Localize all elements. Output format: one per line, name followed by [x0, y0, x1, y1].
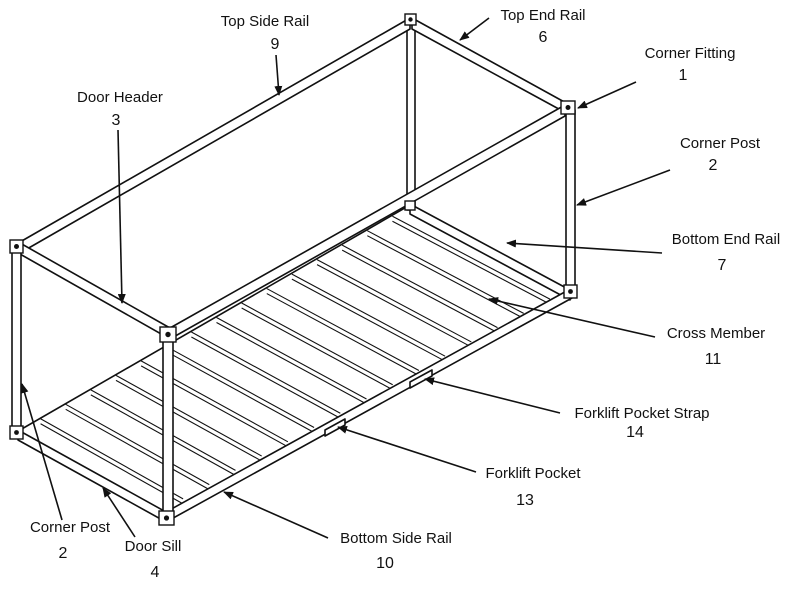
label-cross-member-number: 11 [705, 351, 722, 368]
label-forklift-pocket-strap: Forklift Pocket Strap 14 [574, 405, 709, 441]
cross-member-slat [291, 273, 446, 357]
cross-member-slat [40, 423, 184, 505]
leader-door-sill [102, 487, 136, 538]
leader-door-header [117, 129, 126, 304]
leader-bottom-end-rail [506, 239, 663, 254]
corner-post-front-left [11, 247, 22, 435]
label-top-side-rail-name: Top Side Rail [221, 13, 309, 30]
corner-post-front-middle [162, 333, 174, 517]
cross-member-slat [241, 302, 393, 386]
cross-member-slat [367, 235, 524, 319]
corner-fitting-bottom-left [9, 425, 24, 440]
cross-member-slat [341, 244, 498, 329]
label-bottom-end-rail-name: Bottom End Rail [672, 231, 780, 248]
label-door-sill-name: Door Sill [125, 538, 182, 555]
cross-member-slat [165, 345, 315, 429]
cross-member-slat [392, 220, 551, 305]
top-side-rail-back [19, 17, 411, 254]
leader-corner-post-left [20, 383, 63, 521]
label-corner-post-right-number: 2 [709, 157, 718, 174]
label-corner-post-left-number: 2 [59, 545, 68, 562]
cross-member-slat [40, 418, 184, 500]
label-bottom-side-rail-number: 10 [376, 555, 394, 572]
leader-forklift-pocket-strap [424, 377, 561, 414]
cross-member-slat [266, 293, 420, 376]
cross-member-slat [191, 336, 341, 419]
forklift-pocket-strap [409, 369, 433, 389]
label-door-header-number: 3 [112, 112, 121, 129]
cross-member-slat [316, 264, 472, 348]
corner-fitting-bottom-right [563, 284, 578, 299]
cross-member-slat [216, 322, 367, 405]
rear-right-corner-post [406, 23, 416, 211]
labels: Top Side Rail 9 Top End Rail 6 Corner Fi… [30, 7, 780, 581]
label-cross-member: Cross Member 11 [667, 325, 765, 368]
label-corner-post-right-name: Corner Post [680, 135, 761, 152]
cross-member-slat [341, 249, 498, 334]
corner-fittings [9, 13, 578, 526]
corner-fitting-bottom-middle [158, 510, 175, 526]
cross-member-slat [65, 408, 210, 491]
label-bottom-end-rail-number: 7 [718, 257, 727, 274]
label-corner-post-right: Corner Post 2 [680, 135, 761, 174]
cross-member-slat [65, 403, 210, 486]
forklift-pocket [324, 418, 346, 437]
door-header [19, 242, 171, 340]
label-corner-fitting: Corner Fitting 1 [645, 45, 736, 84]
corner-fitting-top-rear [404, 13, 417, 26]
label-corner-post-left-name: Corner Post [30, 519, 111, 536]
cross-member-slat [115, 374, 262, 457]
label-forklift-pocket-name: Forklift Pocket [485, 465, 581, 482]
label-top-side-rail-number: 9 [271, 36, 280, 53]
label-bottom-side-rail-name: Bottom Side Rail [340, 530, 452, 547]
label-bottom-end-rail: Bottom End Rail 7 [672, 231, 780, 274]
label-corner-fitting-name: Corner Fitting [645, 45, 736, 62]
cross-member-slat [165, 350, 315, 434]
cross-member-slat [191, 331, 341, 414]
cross-member-slat [291, 278, 446, 362]
label-corner-fitting-number: 1 [679, 67, 688, 84]
label-forklift-pocket-number: 13 [516, 492, 534, 509]
corner-fitting-top-right [560, 100, 576, 115]
leader-cross-member [488, 297, 656, 338]
label-top-side-rail: Top Side Rail 9 [221, 13, 309, 53]
corner-fitting-top-left [9, 239, 24, 254]
corner-fitting-top-middle [159, 326, 177, 343]
cross-member-slat [392, 215, 551, 300]
label-top-end-rail-name: Top End Rail [500, 7, 585, 24]
leader-top-side-rail [274, 54, 283, 96]
corner-post-front-right [565, 109, 576, 295]
label-door-sill-number: 4 [151, 564, 160, 581]
label-forklift-pocket: Forklift Pocket 13 [485, 465, 581, 509]
cross-member-slat [115, 379, 262, 462]
leader-forklift-pocket [337, 425, 477, 473]
label-top-end-rail-number: 6 [539, 29, 548, 46]
leader-top-end-rail [459, 17, 490, 41]
bottom-end-rail [409, 203, 571, 301]
leader-corner-fitting [577, 81, 637, 109]
cross-member-slat [266, 288, 420, 371]
leader-bottom-side-rail [223, 491, 329, 539]
leader-lines [20, 17, 671, 539]
label-forklift-pocket-strap-number: 14 [626, 424, 644, 441]
cross-member-slat [216, 317, 367, 400]
label-top-end-rail: Top End Rail 6 [500, 7, 585, 46]
label-door-sill: Door Sill 4 [125, 538, 182, 581]
label-door-header-name: Door Header [77, 89, 163, 106]
cross-member-slat [241, 307, 393, 391]
leader-corner-post-right [576, 169, 671, 206]
label-corner-post-left: Corner Post 2 [30, 519, 111, 562]
label-forklift-pocket-strap-name: Forklift Pocket Strap [574, 405, 709, 422]
container-frame [9, 13, 578, 526]
corner-fitting-bottom-rear [404, 200, 416, 211]
label-bottom-side-rail: Bottom Side Rail 10 [340, 530, 452, 572]
label-door-header: Door Header 3 [77, 89, 163, 129]
label-cross-member-name: Cross Member [667, 325, 765, 342]
cross-member-slat [316, 259, 472, 343]
